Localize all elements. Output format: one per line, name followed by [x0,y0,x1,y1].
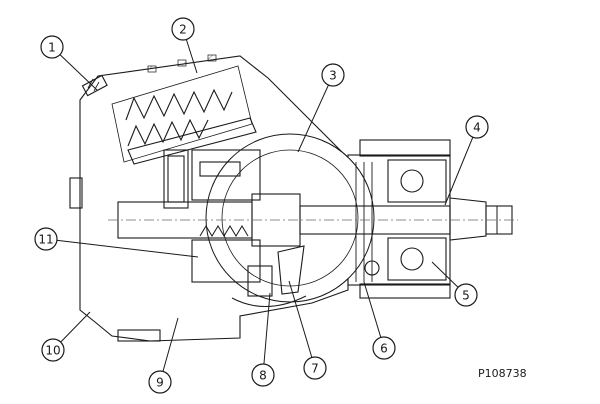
spring-pack [125,88,233,147]
screw-thread-2 [93,81,100,92]
bearing-cap-bottom [359,283,451,299]
callout-11: 11 [34,227,199,258]
housing-body [79,55,349,342]
swashplate [127,117,257,165]
callout-leader-line [297,74,334,153]
callout-number: 4 [473,120,481,134]
piston-upper [199,161,241,177]
callout-circle [372,336,396,360]
bearing-ball [364,260,380,276]
mounting-foot [117,329,161,342]
callout-number: 6 [380,341,388,355]
cylinder-block-lower [191,239,261,283]
callout-5: 5 [431,261,478,307]
valve-plug [247,265,273,297]
callout-leader-line [288,280,316,369]
valve-plate-wedge [277,245,305,295]
spring-small [127,118,209,147]
port-boss [69,177,83,209]
callout-8: 8 [251,292,275,387]
callout-2: 2 [171,17,198,74]
callout-number: 1 [48,40,56,54]
callout-circle [148,370,172,394]
callout-circle [40,35,64,59]
callout-circle [171,17,195,41]
callout-7: 7 [288,280,327,380]
cylinder-block-upper [191,149,261,201]
callout-circle [454,283,478,307]
barrel-chamber [205,133,375,303]
callouts-layer: 1 2 3 4 5 6 7 8 9 10 11 [34,17,489,394]
output-shaft-taper [449,197,487,241]
shaft-spring [199,225,249,237]
pump-cross-section [69,54,518,342]
callout-leader-line [444,126,478,206]
callout-number: 2 [179,22,187,36]
callout-number: 5 [462,288,470,302]
callout-number: 7 [311,361,319,375]
callout-number: 10 [45,343,60,357]
shaft-seals [355,162,373,282]
cover-screws [147,54,217,73]
callout-10: 10 [41,311,91,362]
callout-9: 9 [148,317,179,394]
servo-valve-outer [163,149,189,209]
callout-6: 6 [363,281,396,360]
callout-number: 8 [259,368,267,382]
callout-1: 1 [40,35,98,91]
screw-body [81,74,108,97]
bearing-roller-upper [400,169,424,193]
callout-leader-line [262,292,271,376]
spring-channel [111,65,253,163]
callout-leader-line [45,238,199,258]
bottom-cover-arc [231,295,307,307]
bearing-assembly [364,159,447,281]
callout-circle [303,356,327,380]
servo-valve-inner [167,155,185,203]
callout-number: 9 [156,375,164,389]
valve-plate-area [231,245,307,307]
bearing-roller-lower [400,247,424,271]
part-number-label: P108738 [478,367,527,380]
bearing-race-lower [387,237,447,281]
callout-circle [251,363,275,387]
callout-number: 11 [38,232,53,246]
bearing-race-upper [387,159,447,203]
callout-circle [41,338,65,362]
spring-large [125,88,233,121]
callout-4: 4 [444,115,489,206]
callout-circle [321,63,345,87]
callout-circle [34,227,58,251]
bearing-cap-top [359,139,451,157]
callout-number: 3 [329,68,337,82]
callout-3: 3 [297,63,345,153]
adjustment-screw [81,74,108,97]
callout-circle [465,115,489,139]
